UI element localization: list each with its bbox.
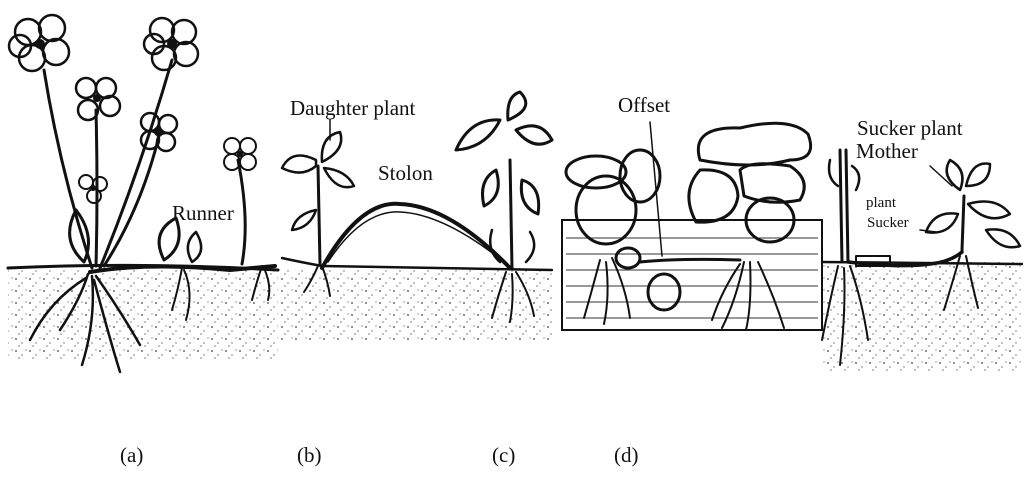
label-sucker: Sucker — [867, 216, 909, 231]
mother-leaf-5 — [521, 180, 538, 214]
soil-sucker — [822, 262, 1022, 372]
mother-leaf-1 — [456, 120, 500, 150]
stalk-3 — [96, 110, 97, 266]
stalk-5 — [238, 160, 245, 264]
mother-leaf-2 — [508, 92, 526, 120]
caption-c: (c) — [492, 445, 515, 466]
flower-a5 — [224, 138, 256, 170]
mother-stem-b — [510, 160, 512, 268]
flower-a1 — [9, 15, 69, 71]
sucker-leaf-4 — [926, 213, 958, 232]
flower-a6 — [79, 175, 107, 203]
sucker-leaf-2 — [966, 163, 990, 186]
label-stolon: Stolon — [378, 163, 433, 184]
panel-d-offset-illustration — [562, 122, 822, 330]
soil-a — [8, 270, 278, 360]
sucker-plant-stem — [962, 196, 964, 250]
stalk-4 — [104, 140, 158, 266]
label-mother: Mother — [856, 141, 918, 162]
flower-a3 — [76, 78, 120, 120]
leaf-a1 — [70, 210, 89, 262]
daughter-leaf-3 — [324, 168, 354, 187]
label-offset: Offset — [618, 95, 670, 116]
offset-leaf-5 — [689, 170, 738, 222]
sucker-leaf-5 — [986, 229, 1020, 247]
sucker-leaf-3 — [968, 202, 1010, 219]
panel-sucker-illustration — [822, 150, 1022, 372]
daughter-leaf-2 — [322, 132, 341, 162]
panel-bc-stolon-illustration — [280, 92, 552, 342]
panel-a-runner-illustration — [8, 15, 278, 372]
leaf-a3 — [188, 232, 201, 262]
label-sucker-plant: Sucker plant — [857, 118, 963, 139]
sucker-mother-nodes — [829, 160, 859, 190]
label-runner: Runner — [172, 203, 234, 224]
sucker-leaf-1 — [947, 160, 963, 190]
caption-b: (b) — [297, 445, 322, 466]
daughter-stem — [318, 166, 320, 264]
label-daughter-plant: Daughter plant — [290, 98, 415, 119]
label-plant: plant — [866, 196, 896, 211]
mother-leaf-3 — [516, 126, 552, 144]
offset-leaf-4 — [698, 123, 810, 165]
water-box — [562, 220, 822, 330]
caption-d: (d) — [614, 445, 639, 466]
offset-leaf-6 — [740, 164, 804, 203]
mother-leaf-4 — [483, 170, 499, 206]
sucker-mother-stem — [840, 150, 842, 262]
sucker-pointer — [920, 230, 936, 232]
offset-leaf-2 — [566, 156, 626, 188]
caption-a: (a) — [120, 445, 143, 466]
daughter-leaf-1 — [282, 156, 316, 173]
sucker-mother-stem-2 — [846, 150, 848, 262]
daughter-leaf-4 — [292, 210, 316, 230]
